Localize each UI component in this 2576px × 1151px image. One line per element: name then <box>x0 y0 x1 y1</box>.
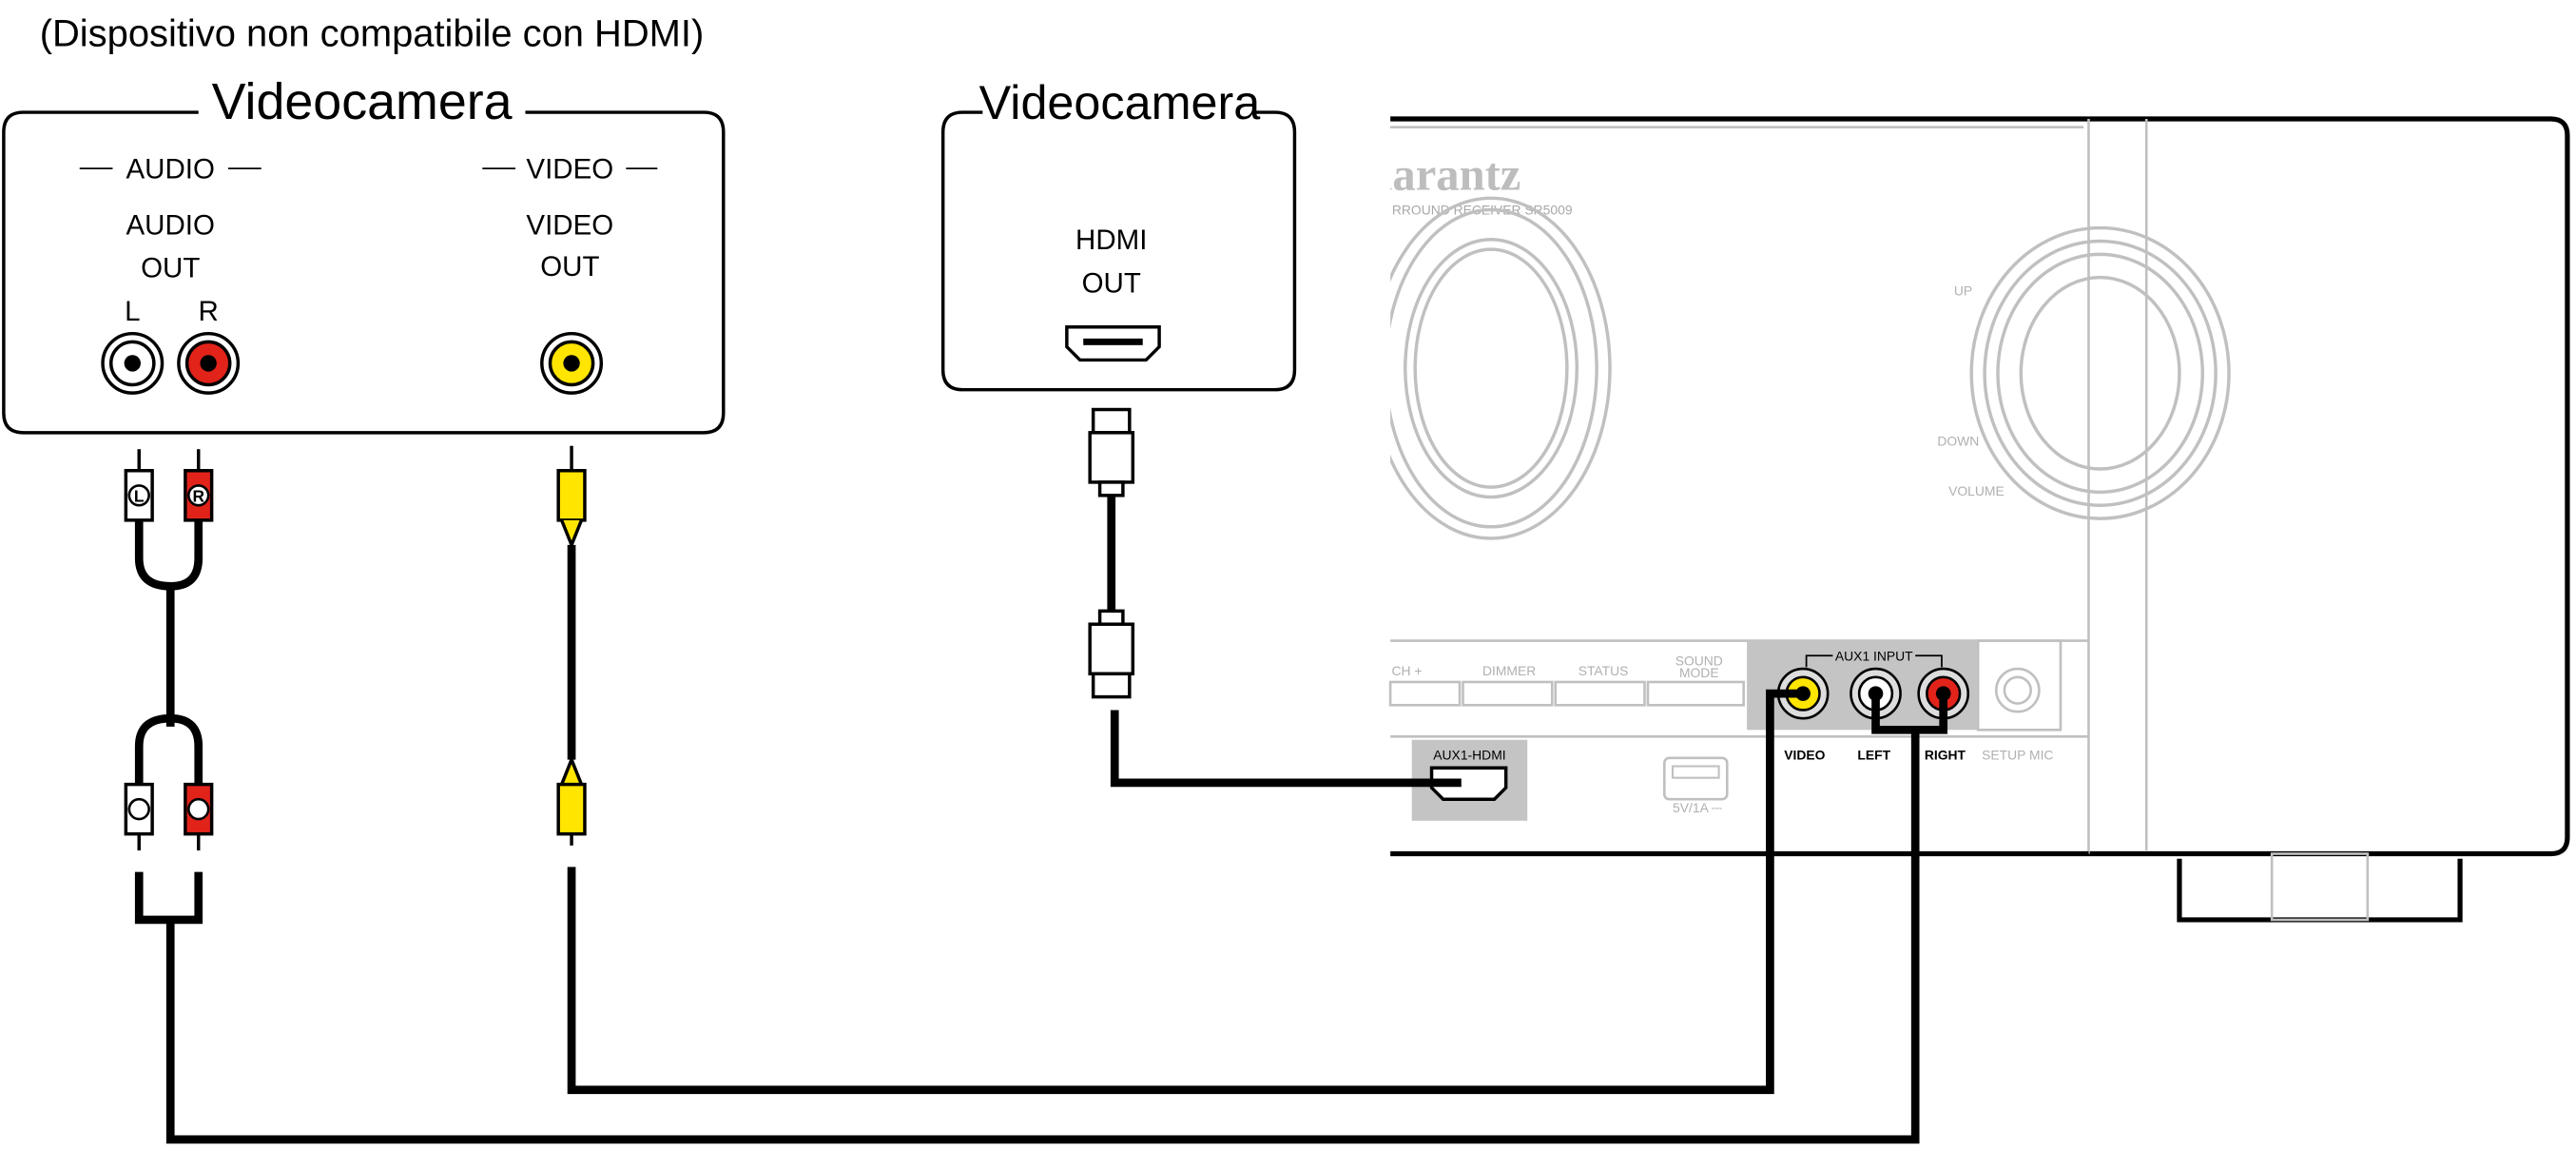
volume-label: VOLUME <box>1948 483 2005 498</box>
brand-logo: marantz <box>1354 149 1520 201</box>
button-ch-plus-label: CH + <box>1391 663 1422 678</box>
volume-down-label: DOWN <box>1937 434 1979 449</box>
left-videocamera: Videocamera AUDIO AUDIO OUT L R VIDEO VI… <box>2 73 726 435</box>
hdmi-out-label: OUT <box>1082 267 1141 299</box>
aux1-input-label: AUX1 INPUT <box>1835 648 1913 663</box>
video-out-label: VIDEO <box>526 210 613 242</box>
video-out-label-2: OUT <box>540 251 599 283</box>
input-selector-knob[interactable] <box>1372 196 1612 540</box>
right-input-label: RIGHT <box>1925 748 1966 763</box>
volume-up-label: UP <box>1954 283 1972 299</box>
aux1-hdmi-label: AUX1-HDMI <box>1433 748 1505 763</box>
setup-mic-jack[interactable] <box>1994 667 2041 713</box>
hdmi-cable <box>1088 407 1462 788</box>
button-mode-label: MODE <box>1679 665 1719 680</box>
middle-device-title: Videocamera <box>979 75 1261 129</box>
aux1-hdmi-port[interactable] <box>1429 766 1508 801</box>
left-label: L <box>125 296 140 327</box>
right-label: R <box>198 296 218 327</box>
audio-group-label: AUDIO <box>126 153 215 185</box>
button-sound-label: SOUND <box>1675 654 1723 669</box>
audio-left-jack <box>101 331 165 395</box>
aux1-right-jack[interactable] <box>1917 667 1970 720</box>
left-input-label: LEFT <box>1857 748 1890 763</box>
plug-left-label: L <box>134 487 145 506</box>
button-dimmer-label: DIMMER <box>1482 663 1536 678</box>
button-status-label: STATUS <box>1579 663 1629 678</box>
volume-knob[interactable] <box>1969 225 2231 520</box>
plug-right-label: R <box>192 487 204 506</box>
video-cable <box>556 445 1804 1095</box>
audio-out-label: AUDIO <box>126 210 215 242</box>
caption: (Dispositivo non compatibile con HDMI) <box>40 13 705 55</box>
audio-cable: L R <box>124 449 1948 1144</box>
audio-out-label-2: OUT <box>141 253 200 284</box>
front-buttons[interactable] <box>1388 680 1745 707</box>
hdmi-videocamera: Videocamera HDMI OUT <box>940 75 1297 392</box>
setup-mic-label: SETUP MIC <box>1982 748 2053 763</box>
usb-port[interactable] <box>1663 756 1729 801</box>
video-jack <box>540 331 604 395</box>
av-receiver: marantz RROUND RECEIVER SR5009 UP DOWN V… <box>1354 116 2570 923</box>
hdmi-label: HDMI <box>1075 224 1147 256</box>
video-input-label: VIDEO <box>1784 748 1825 763</box>
usb-rating-label: 5V/1A ⎓ <box>1673 800 1722 815</box>
video-group-label: VIDEO <box>526 153 613 185</box>
left-device-title: Videocamera <box>212 73 513 130</box>
audio-right-jack <box>177 331 241 395</box>
